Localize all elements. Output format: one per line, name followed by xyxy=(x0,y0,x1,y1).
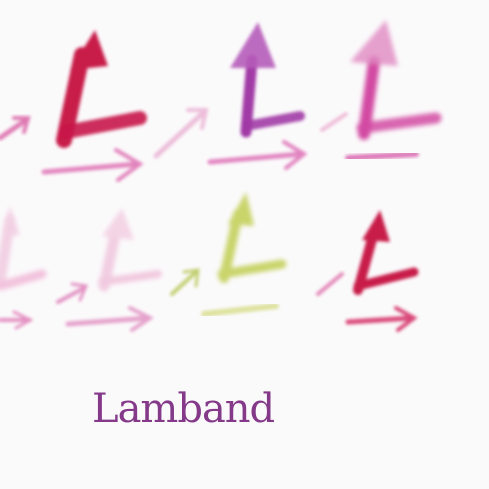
arrow-horizontal-pink-2 xyxy=(207,140,308,170)
arrow-glyph-magenta xyxy=(350,20,442,140)
arrow-glyph-pale-mid xyxy=(98,208,162,292)
stroke-horizontal-lime xyxy=(201,303,279,317)
arrow-diagonal-pale-1 xyxy=(153,108,209,159)
stroke-horizontal-magenta xyxy=(345,151,419,161)
arrow-small-pale-right xyxy=(320,112,348,132)
handwritten-caption: Lamband xyxy=(92,386,275,432)
arrow-small-pink-right xyxy=(316,272,344,296)
arrow-glyph-crimson-large xyxy=(56,30,147,148)
arrow-small-pink-mid xyxy=(56,282,89,304)
arrow-glyph-crimson-small xyxy=(353,210,419,295)
arrow-small-pink-lower-left xyxy=(0,310,34,330)
arrow-glyph-lime xyxy=(217,192,287,283)
arrow-horizontal-pink-3 xyxy=(65,306,154,332)
arrow-horizontal-crimson xyxy=(345,306,418,332)
arrow-glyph-purple xyxy=(230,22,305,138)
arrow-glyph-pale-left xyxy=(0,206,47,291)
arrow-small-lime xyxy=(170,268,200,296)
arrow-horizontal-pink-1 xyxy=(41,148,144,182)
arrow-small-pink-left xyxy=(0,116,31,141)
